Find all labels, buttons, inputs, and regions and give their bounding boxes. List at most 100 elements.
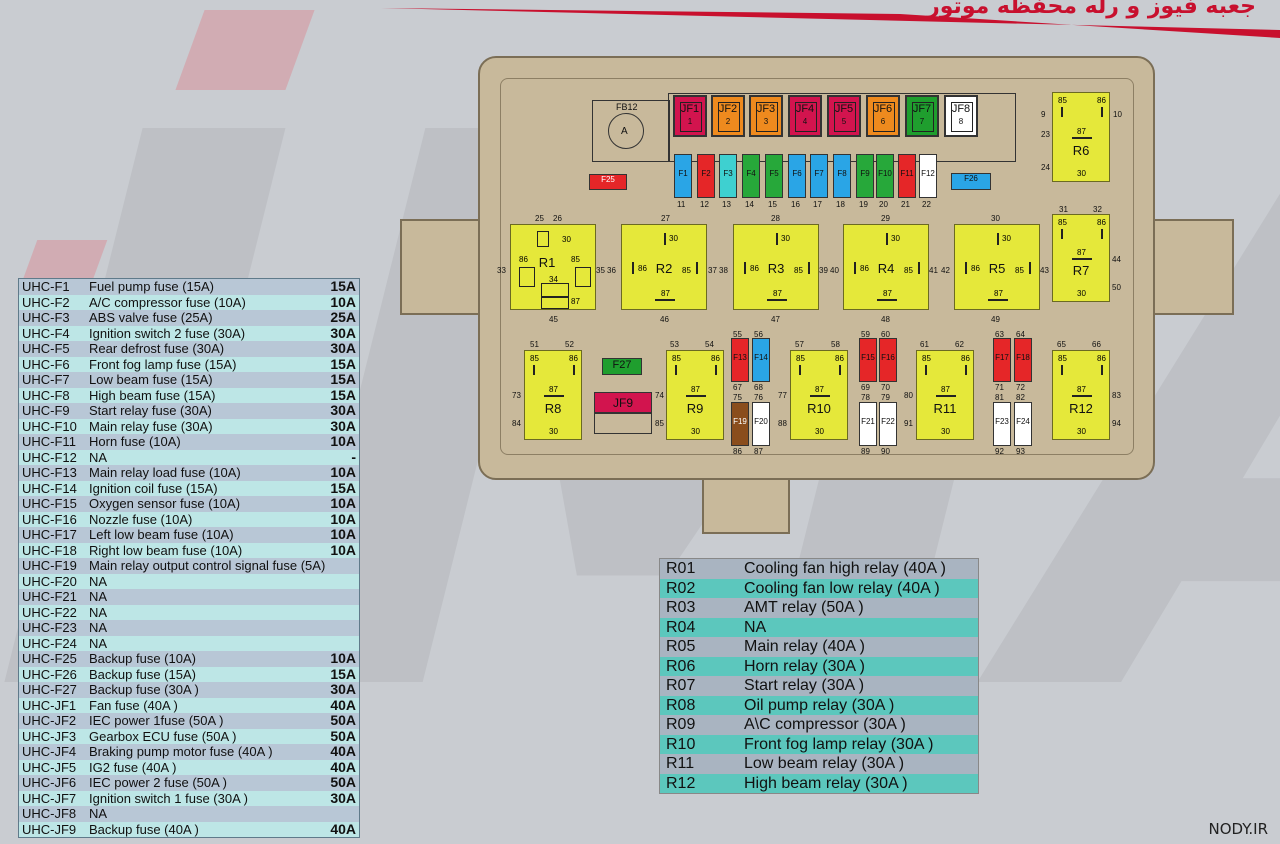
fuse-pin-number: 19 — [859, 200, 868, 209]
fuse-f5[interactable]: F5 — [765, 154, 783, 198]
fuse-f10[interactable]: F10 — [876, 154, 894, 198]
fuse-amperage: 30A — [330, 789, 356, 806]
pin-40: 40 — [830, 266, 839, 275]
fuse-f6[interactable]: F6 — [788, 154, 806, 198]
fuse-f12[interactable]: F12 — [919, 154, 937, 198]
pin-68: 68 — [754, 383, 763, 392]
fuse-f2[interactable]: F2 — [697, 154, 715, 198]
fuse-description: IEC power 1fuse (50A ) — [89, 713, 224, 728]
fuse-f7[interactable]: F7 — [810, 154, 828, 198]
relay-r1[interactable]: R1 30 86 85 34 87 — [510, 224, 596, 310]
jf9-housing — [594, 412, 652, 434]
fuse-description: Gearbox ECU fuse (50A ) — [89, 728, 237, 744]
fuse-description: Main relay output control signal fuse (5… — [89, 558, 326, 573]
fuse-code: UHC-F6 — [22, 356, 70, 372]
fuse-f24[interactable]: F24 — [1014, 402, 1032, 446]
fuse-amperage: 30A — [330, 340, 356, 356]
fuse-f15[interactable]: F15 — [859, 338, 877, 382]
fuse-f9[interactable]: F9 — [856, 154, 874, 198]
pin-46: 46 — [660, 315, 669, 324]
fuse-f8[interactable]: F8 — [833, 154, 851, 198]
fuse-f13[interactable]: F13 — [731, 338, 749, 382]
relay-description: Front fog lamp relay (30A ) — [744, 735, 934, 753]
fuse-f27[interactable]: F27 — [602, 358, 642, 375]
fuse-f26[interactable]: F26 — [951, 173, 991, 190]
fuse-f3[interactable]: F3 — [719, 154, 737, 198]
fuse-description: Ignition switch 2 fuse (30A) — [89, 325, 246, 341]
jf-fuse-label: JF3 — [756, 103, 776, 115]
fuse-code: UHC-F3 — [22, 310, 70, 325]
jf-fuse-number: 2 — [725, 117, 731, 126]
fuse-pin-number: 20 — [879, 200, 888, 209]
relay-description: Oil pump relay (30A ) — [744, 696, 895, 714]
fuse-f1[interactable]: F1 — [674, 154, 692, 198]
jf-fuse-number: 1 — [687, 117, 693, 126]
fuse-jf9[interactable]: JF9 — [594, 392, 652, 414]
jf-fuse-inner — [718, 102, 740, 132]
pin-32: 32 — [1093, 205, 1102, 214]
fuse-f17[interactable]: F17 — [993, 338, 1011, 382]
fuse-description: Main relay fuse (30A) — [89, 418, 213, 434]
pin-33: 33 — [497, 266, 506, 275]
fuse-f4[interactable]: F4 — [742, 154, 760, 198]
fuse-amperage: 10A — [330, 541, 356, 558]
fuse-amperage: 15A — [330, 355, 356, 372]
relay-description: Horn relay (30A ) — [744, 657, 865, 675]
pin-59: 59 — [861, 330, 870, 339]
fuse-description: Main relay load fuse (10A) — [89, 465, 241, 480]
fuse-f23[interactable]: F23 — [993, 402, 1011, 446]
pin-90: 90 — [881, 447, 890, 456]
fuse-description: Backup fuse (30A ) — [89, 682, 199, 697]
pin-78: 78 — [861, 393, 870, 402]
pin-72: 72 — [1016, 383, 1025, 392]
fuse-f22[interactable]: F22 — [879, 402, 897, 446]
pin-45: 45 — [549, 315, 558, 324]
fuse-f20[interactable]: F20 — [752, 402, 770, 446]
fuse-description: IG2 fuse (40A ) — [89, 759, 177, 775]
jf-fuse-number: 5 — [841, 117, 847, 126]
pin-35: 35 — [596, 266, 605, 275]
fuse-description: Rear defrost fuse (30A) — [89, 341, 225, 356]
fuse-f21[interactable]: F21 — [859, 402, 877, 446]
fuse-description: Front fog lamp fuse (15A) — [89, 356, 237, 372]
jf-fuse-inner — [795, 102, 817, 132]
relay-label: R2 — [655, 261, 673, 276]
relay-code: R03 — [666, 599, 696, 616]
header-strip: جعبه فیوز و رله محفظه موتور — [380, 0, 1280, 40]
fuse-f18[interactable]: F18 — [1014, 338, 1032, 382]
fuse-f16[interactable]: F16 — [879, 338, 897, 382]
fuse-f14[interactable]: F14 — [752, 338, 770, 382]
pin-63: 63 — [995, 330, 1004, 339]
pin-47: 47 — [771, 315, 780, 324]
fuse-f19[interactable]: F19 — [731, 402, 749, 446]
fuse-f25[interactable]: F25 — [589, 174, 627, 190]
fuse-f11[interactable]: F11 — [898, 154, 916, 198]
